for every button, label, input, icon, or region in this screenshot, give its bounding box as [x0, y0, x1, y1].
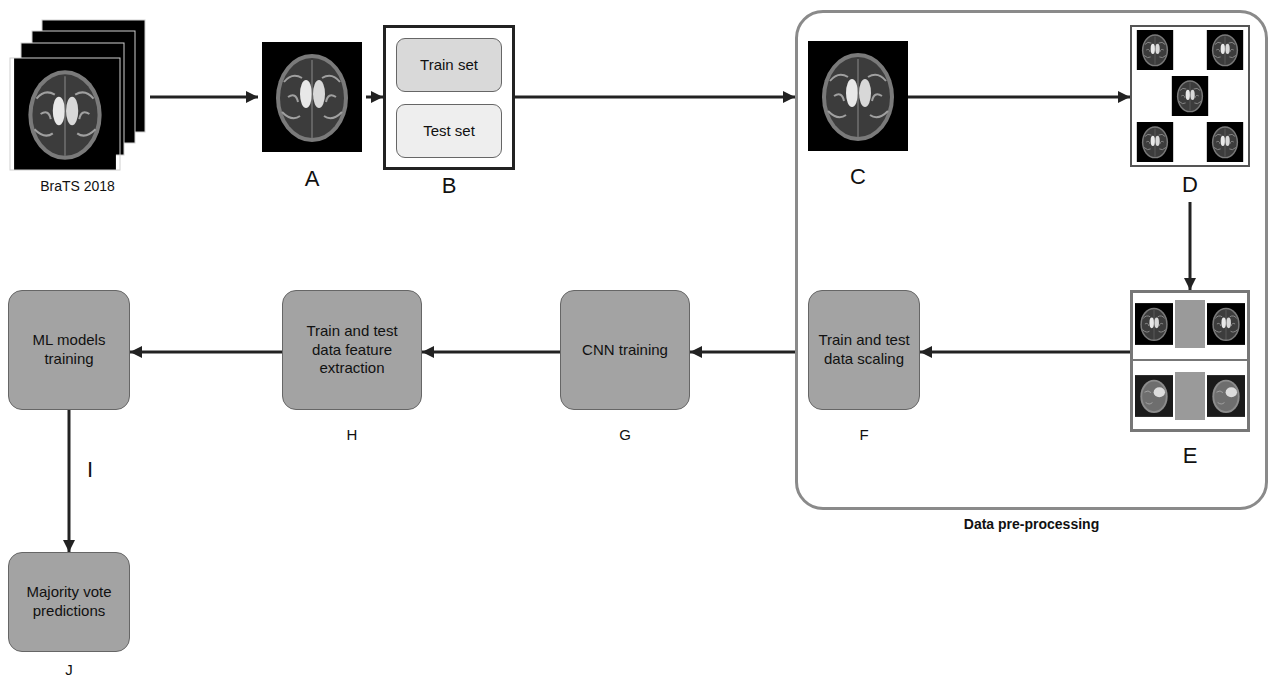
mri-thumb [1135, 303, 1173, 345]
box-label: Train and test data scaling [817, 331, 911, 369]
process-box: Train and test data feature extractionH [282, 290, 422, 460]
dataset-stack: BraTS 2018 [5, 18, 150, 200]
flow-arrow [908, 96, 1130, 99]
box-shape: Majority vote predictions [8, 552, 130, 652]
row-divider [1132, 359, 1248, 361]
box-label: Train set [420, 56, 478, 74]
step-letter: D [1130, 167, 1250, 202]
augmented-grid [1137, 30, 1243, 162]
edge-label: I [85, 456, 95, 484]
preprocessing-panel: Data pre-processingCDETrain and test dat… [795, 10, 1268, 510]
step-letter: BraTS 2018 [5, 172, 150, 200]
flow-arrow [920, 351, 1130, 354]
step-letter: F [808, 410, 920, 460]
augment-box: D [1130, 25, 1250, 202]
image-node: C [808, 38, 908, 202]
mri-image [262, 42, 362, 152]
mri-slice [14, 58, 116, 170]
box-label: Test set [423, 122, 475, 140]
mri-thumb [1207, 122, 1243, 162]
mri-thumb [1207, 303, 1245, 345]
box-shape: CNN training [560, 290, 690, 410]
mri-thumb [1172, 76, 1208, 116]
box-shape: Train set [396, 38, 502, 92]
set-box: Test set [396, 104, 502, 158]
flow-arrow [515, 96, 795, 99]
step-letter: E [1130, 432, 1250, 480]
flow-arrow [130, 351, 282, 354]
panel-title: Data pre-processing [795, 516, 1268, 532]
box-shape: Test set [396, 104, 502, 158]
box-label: ML models training [17, 331, 121, 369]
box-label: CNN training [582, 341, 668, 360]
flow-arrow [690, 351, 795, 354]
box-shape: Train and test data feature extraction [282, 290, 422, 410]
step-letter: G [560, 410, 690, 460]
flow-arrow [422, 351, 560, 354]
step-letter: J [8, 652, 130, 688]
process-box: Majority vote predictionsJ [8, 552, 130, 688]
image-node: A [258, 40, 366, 202]
separator-band [1175, 372, 1205, 420]
separator-band [1175, 300, 1205, 348]
step-letter: B [383, 170, 515, 202]
frame-outline [1130, 290, 1250, 432]
split-box: B Train setTest set [383, 25, 515, 202]
frame-outline [1130, 25, 1250, 167]
mri-thumb [1137, 30, 1173, 70]
flow-arrow [68, 410, 71, 552]
process-box: ML models training [8, 290, 130, 410]
set-box: Train set [396, 38, 502, 92]
process-box: Train and test data scalingF [808, 290, 920, 460]
box-shape: Train and test data scaling [808, 290, 920, 410]
pair-box: E [1130, 290, 1250, 480]
mri-slice-border [10, 58, 120, 170]
step-letter: A [258, 156, 366, 202]
mri-thumb [1137, 122, 1173, 162]
step-letter: C [808, 152, 908, 202]
pair-grid [1132, 300, 1248, 420]
box-label: Train and test data feature extraction [291, 322, 413, 378]
mri-thumb [1135, 375, 1173, 417]
flow-arrow [150, 96, 258, 99]
box-label: Majority vote predictions [17, 583, 121, 621]
flow-arrow [366, 96, 383, 99]
mri-thumb [1207, 30, 1243, 70]
process-box: CNN trainingG [560, 290, 690, 460]
box-shape: ML models training [8, 290, 130, 410]
step-letter: H [282, 410, 422, 460]
mri-stack [10, 20, 145, 170]
mri-image [808, 41, 908, 151]
mri-thumb [1207, 375, 1245, 417]
flow-arrow [1189, 202, 1192, 290]
